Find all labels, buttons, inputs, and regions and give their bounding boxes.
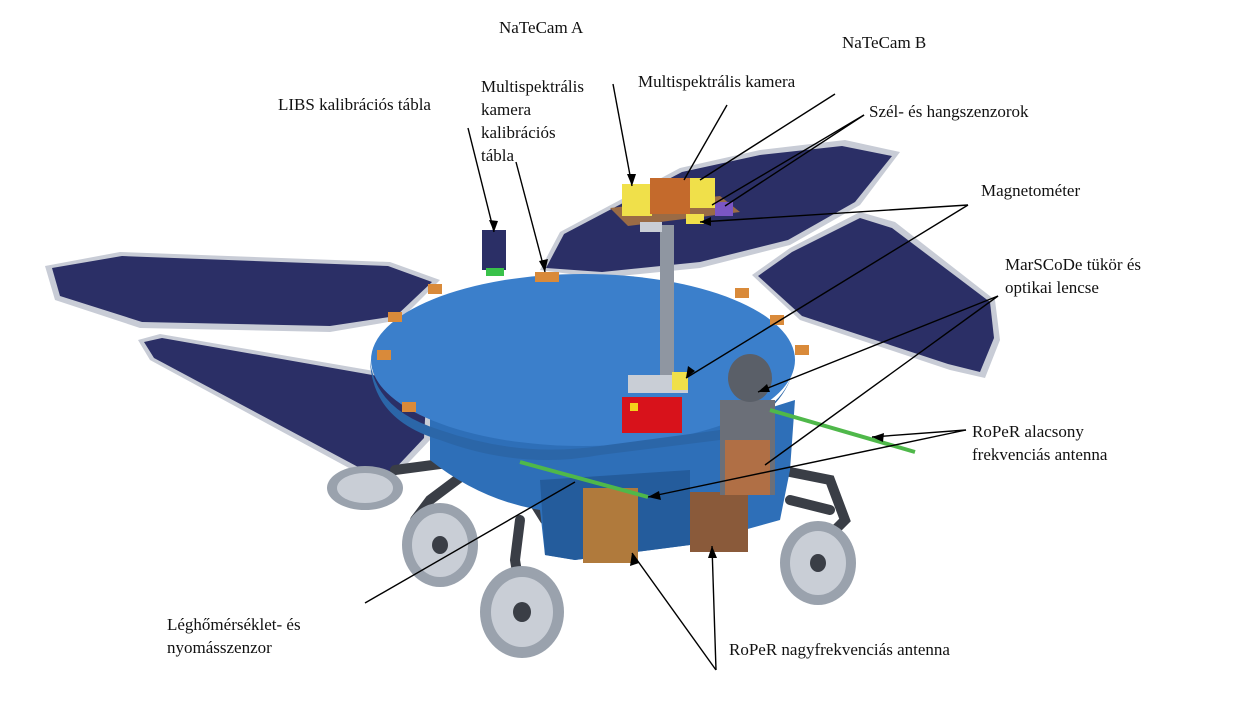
roper-low-antennas	[519, 408, 916, 499]
label-marscode: MarSCoDe tükör és optikai lencse	[1005, 255, 1141, 297]
roper-high-antennas	[583, 488, 748, 563]
mast	[628, 225, 688, 393]
label-multispectral-calibration: Multispektrális kamera kalibrációs tábla	[481, 77, 584, 165]
wheel-front-left	[480, 566, 564, 658]
label-roper-high: RoPeR nagyfrekvenciás antenna	[729, 640, 950, 659]
solar-panel-left-lower	[138, 334, 432, 480]
marscode-column	[720, 354, 775, 495]
wheel-front-right	[780, 521, 856, 605]
solar-panel-left-upper	[45, 252, 440, 332]
libs-calibration-board	[482, 230, 506, 276]
leader-lines	[364, 83, 999, 671]
multispectral-calibration-board	[535, 272, 559, 282]
label-libs-calibration: LIBS kalibrációs tábla	[278, 95, 431, 114]
rover-deck	[370, 274, 795, 460]
label-natecam-b: NaTeCam B	[842, 33, 927, 52]
wheel-rear-left	[327, 466, 403, 510]
mast-head	[610, 178, 740, 232]
label-multispectral-camera: Multispektrális kamera	[638, 72, 796, 91]
label-magnetometer: Magnetométer	[981, 181, 1081, 200]
label-wind-sound-sensors: Szél- és hangszenzorok	[869, 102, 1029, 121]
solar-panel-right-lower	[752, 212, 1000, 378]
flag	[622, 397, 682, 433]
label-natecam-a: NaTeCam A	[499, 18, 584, 37]
panel-hinges	[377, 284, 809, 412]
wheel-mid-left	[402, 503, 478, 587]
leader-arrowheads	[489, 174, 884, 566]
label-air-temperature: Léghőmérséklet- és nyomásszenzor	[167, 615, 301, 657]
label-roper-low: RoPeR alacsony frekvenciás antenna	[972, 422, 1108, 464]
